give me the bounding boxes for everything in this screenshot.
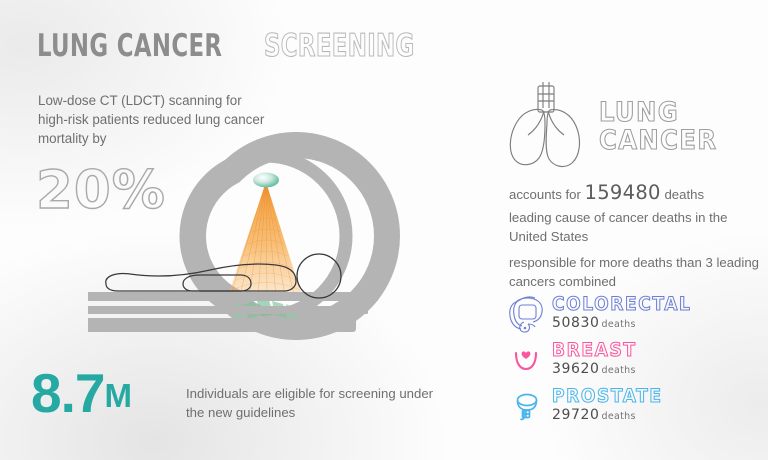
page-title-solid: LUNG CANCER xyxy=(37,28,223,64)
patient-table xyxy=(78,292,378,332)
accounts-suffix: deaths xyxy=(664,187,705,202)
colon-icon xyxy=(500,294,552,334)
lung-cancer-title: LUNG CANCER xyxy=(598,96,718,156)
cancer-deaths-number-breast: 39620 xyxy=(552,361,600,378)
ct-scanner-svg xyxy=(78,132,400,340)
eligible-population-number: 8.7 xyxy=(31,362,105,424)
cancer-name-prostate: PROSTATE xyxy=(552,385,663,408)
ldct-description: Low-dose CT (LDCT) scanning for high-ris… xyxy=(38,93,265,147)
x-ray-source xyxy=(253,172,279,188)
cancer-deaths-number-prostate: 29720 xyxy=(552,407,600,424)
accounts-number: 159480 xyxy=(584,181,661,204)
lung-cancer-title-line1: LUNG xyxy=(598,96,680,128)
cancer-name-colorectal: COLORECTAL xyxy=(552,293,692,316)
x-ray-beam xyxy=(228,181,302,298)
responsible-deaths-text: responsible for more deaths than 3 leadi… xyxy=(509,255,759,290)
cancer-deaths-number-colorectal: 50830 xyxy=(552,315,600,332)
lung-cancer-title-line2: CANCER xyxy=(598,124,718,156)
ct-scanner-illustration xyxy=(78,124,418,364)
cancer-name-breast: BREAST xyxy=(552,339,637,362)
eligible-population-suffix: M xyxy=(104,377,132,415)
eligible-population-description: Individuals are eligible for screening u… xyxy=(186,386,434,420)
lung-cancer-header: LUNG CANCER xyxy=(503,78,765,175)
patient-on-table xyxy=(105,253,342,299)
deaths-accounts-line: accounts for 159480 deaths xyxy=(509,181,704,204)
eligible-population-stat: 8.7 M xyxy=(31,362,132,424)
mortality-reduction-percent: 20% xyxy=(35,159,166,221)
breast-icon xyxy=(500,344,552,376)
leading-cause-text: leading cause of cancer deaths in the Un… xyxy=(509,210,728,245)
lungs-icon xyxy=(503,78,589,175)
cancer-deaths-unit-breast: deaths xyxy=(601,365,636,377)
accounts-prefix: accounts for xyxy=(509,187,581,202)
prostate-icon xyxy=(500,388,552,424)
cancer-deaths-unit-colorectal: deaths xyxy=(601,319,636,331)
page-title: LUNG CANCER SCREENING xyxy=(37,27,448,64)
cancer-deaths-unit-prostate: deaths xyxy=(601,411,636,423)
page-title-outline: SCREENING xyxy=(264,27,415,64)
